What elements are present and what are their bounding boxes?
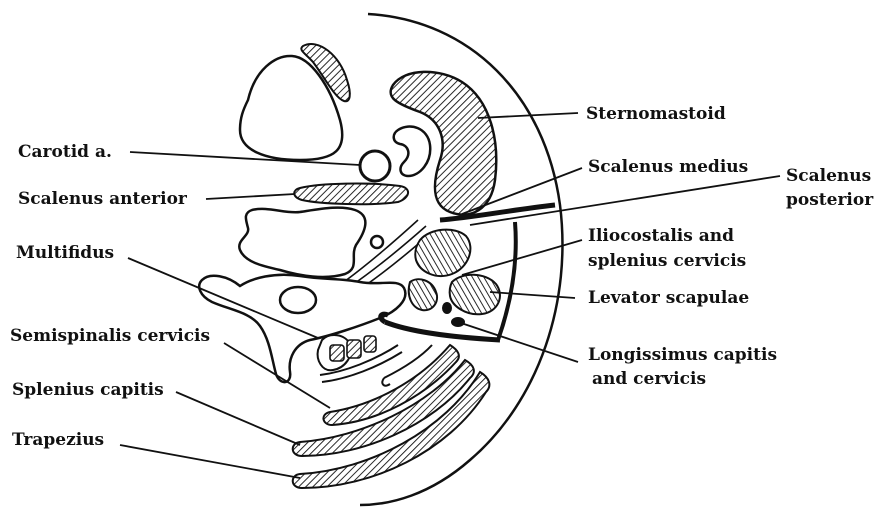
label-scalenus-posterior-line1: Scalenus: [786, 166, 871, 187]
label-iliocostalis-line2: splenius cervicis: [588, 251, 746, 272]
leader-sternomastoid: [478, 113, 578, 118]
label-semispinalis: Semispinalis cervicis: [10, 326, 210, 347]
spinal-cord: [280, 287, 316, 313]
iliocostalis-muscle: [409, 279, 437, 310]
scalenus-medius-muscle: [415, 230, 470, 276]
label-multifidus: Multifidus: [16, 243, 114, 264]
label-scalenus-posterior-line2: posterior: [786, 190, 873, 211]
label-scalenus-anterior: Scalenus anterior: [18, 189, 187, 210]
leader-scalenus-anterior: [206, 194, 295, 199]
scalenus-anterior-muscle: [294, 184, 408, 205]
carotid-artery: [360, 151, 390, 181]
label-trapezius: Trapezius: [12, 430, 104, 451]
fascia-line-vertical: [498, 222, 516, 340]
label-longissimus-line2: and cervicis: [592, 369, 706, 390]
label-scalenus-medius: Scalenus medius: [588, 157, 748, 178]
internal-jugular-vein: [394, 126, 430, 176]
label-splenius-capitis: Splenius capitis: [12, 380, 164, 401]
leader-trapezius: [120, 445, 300, 478]
leader-longissimus: [458, 322, 578, 362]
label-iliocostalis-line1: Iliocostalis and: [588, 226, 734, 247]
leader-levator-scapulae: [490, 292, 575, 298]
label-longissimus-line1: Longissimus capitis: [588, 345, 777, 366]
label-carotid: Carotid a.: [18, 142, 112, 163]
longissimus-blob-1: [442, 302, 452, 314]
label-sternomastoid: Sternomastoid: [586, 104, 726, 125]
vertebral-foramen: [371, 236, 383, 248]
leader-splenius-capitis: [176, 392, 300, 445]
label-levator-scapulae: Levator scapulae: [588, 288, 749, 309]
levator-scapulae-muscle: [450, 275, 500, 315]
vertebral-body: [239, 208, 365, 277]
leader-scalenus-posterior: [470, 176, 780, 225]
leader-iliocostalis: [462, 240, 582, 275]
